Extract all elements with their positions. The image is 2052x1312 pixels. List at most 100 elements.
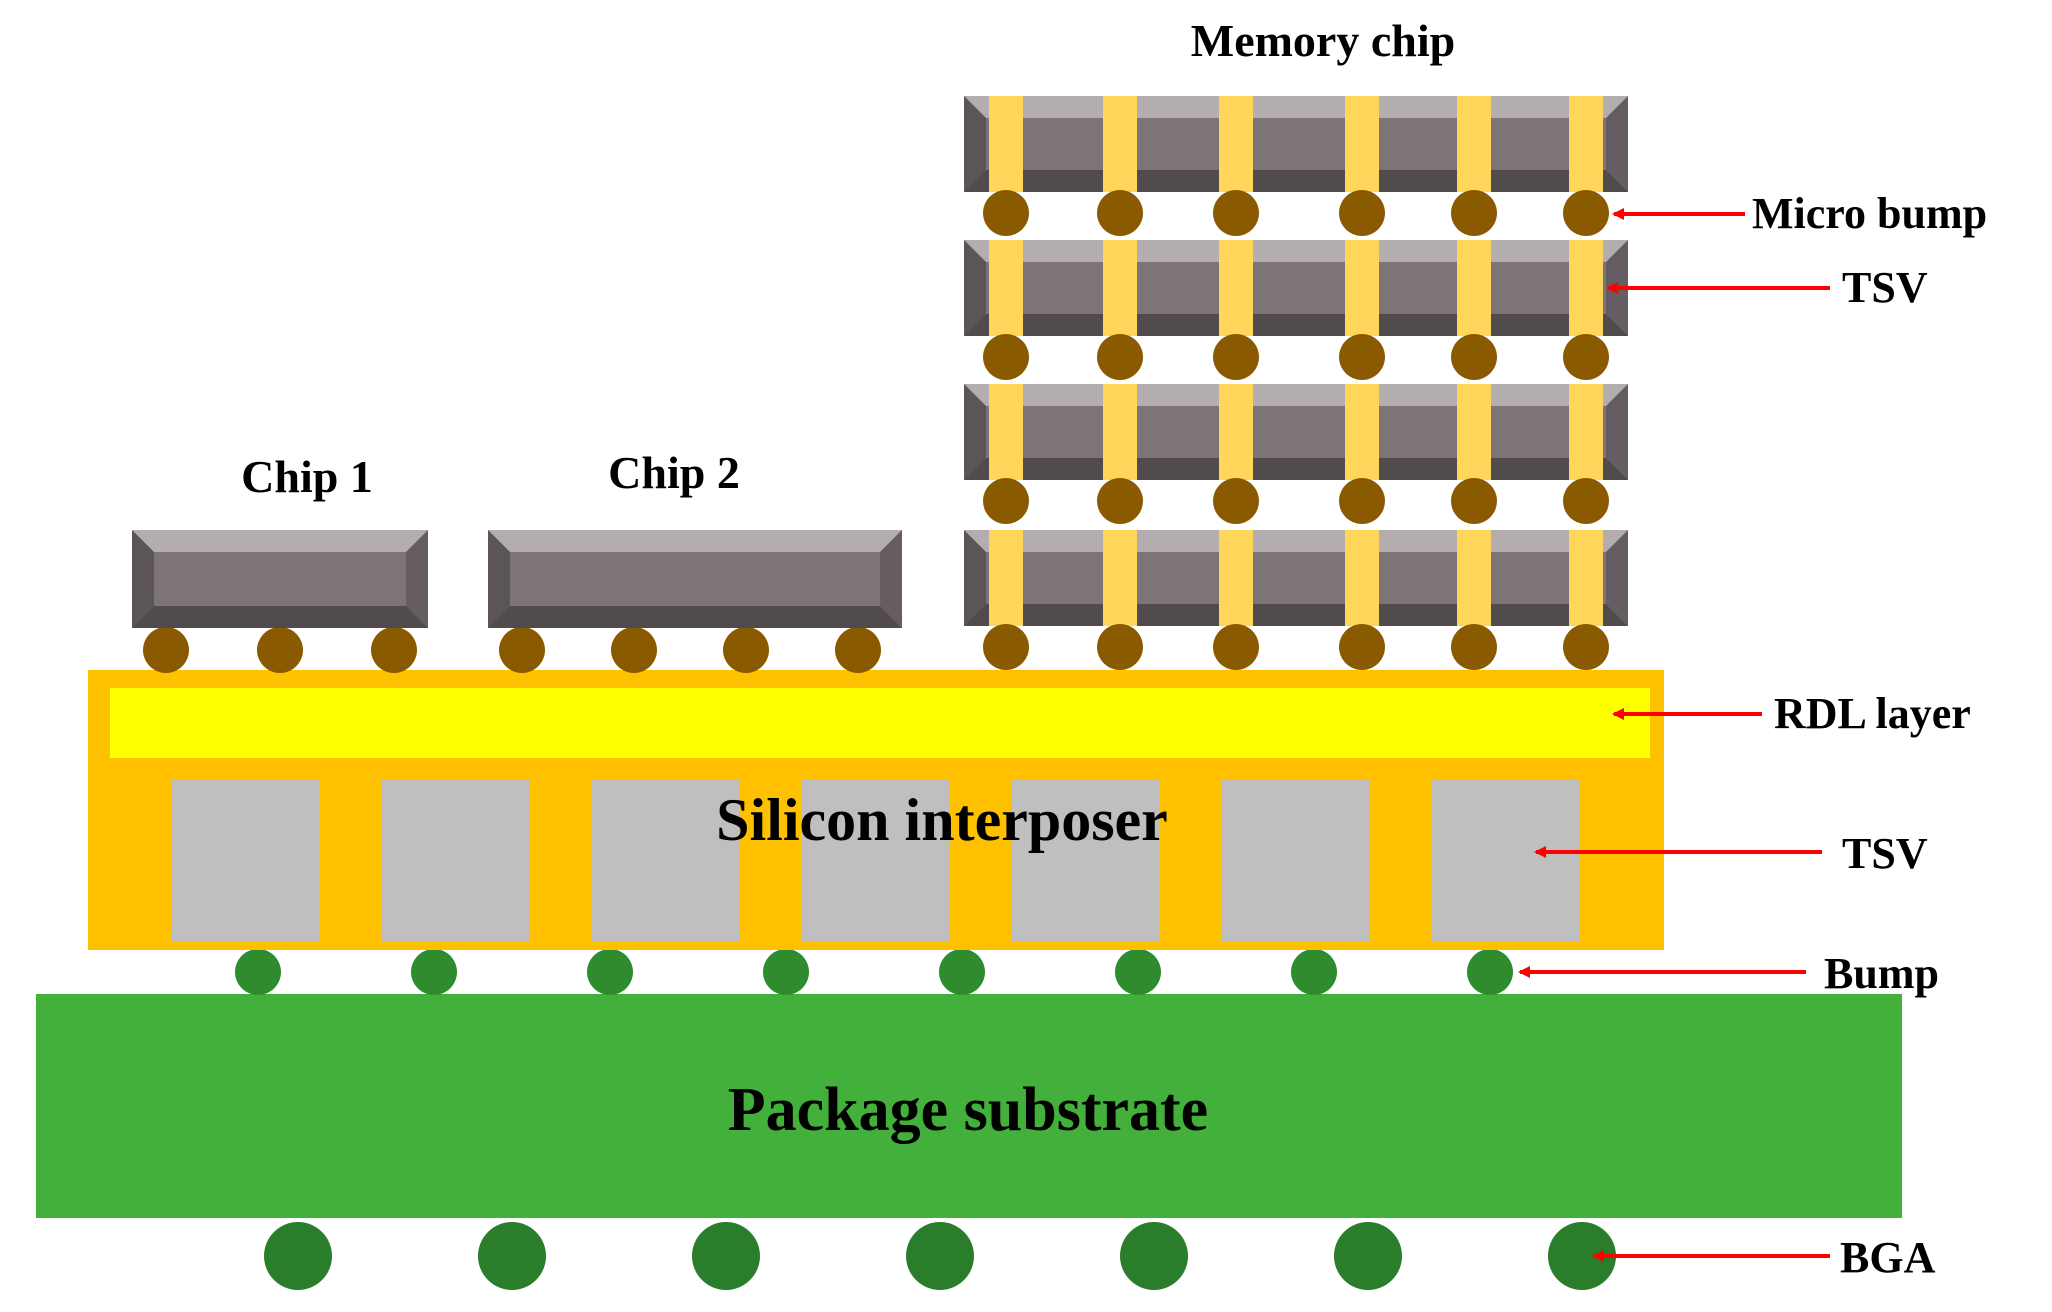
memory-micro-bump	[1213, 190, 1259, 236]
bump	[763, 949, 809, 995]
memory-tsv	[989, 384, 1023, 480]
label-chip2: Chip 2	[608, 447, 740, 498]
memory-micro-bump	[1563, 624, 1609, 670]
memory-micro-bump	[1097, 334, 1143, 380]
memory-micro-bump	[1339, 334, 1385, 380]
memory-die-bevel-top	[964, 384, 1628, 406]
memory-die-bevel-right	[1606, 384, 1628, 480]
memory-tsv	[1103, 96, 1137, 192]
chip1-micro-bump	[371, 627, 417, 673]
label-silicon-interposer: Silicon interposer	[716, 787, 1168, 853]
interposer-tsv	[1012, 780, 1160, 942]
label-memory-chip: Memory chip	[1191, 15, 1455, 66]
memory-die	[964, 384, 1628, 480]
bga-ball	[478, 1222, 546, 1290]
chip1-die-bevel-top	[132, 530, 428, 552]
chip2-die-bevel-bottom	[488, 606, 902, 628]
memory-micro-bump	[1563, 478, 1609, 524]
memory-die-bevel-top	[964, 96, 1628, 118]
chip1-die-bevel-left	[132, 530, 154, 628]
bump	[1291, 949, 1337, 995]
interposer-tsv	[1222, 780, 1370, 942]
interposer-tsvs	[172, 780, 1580, 942]
memory-tsv	[1219, 96, 1253, 192]
label-bga: BGA	[1840, 1233, 1936, 1282]
bga-ball	[906, 1222, 974, 1290]
memory-micro-bump	[983, 334, 1029, 380]
label-package-substrate: Package substrate	[728, 1076, 1208, 1144]
bga-ball	[1548, 1222, 1616, 1290]
memory-die-bevel-bottom	[964, 314, 1628, 336]
memory-tsv	[1103, 530, 1137, 626]
memory-micro-bump	[983, 190, 1029, 236]
memory-die-bevel-left	[964, 384, 986, 480]
memory-die-bevel-bottom	[964, 604, 1628, 626]
memory-tsv	[1103, 240, 1137, 336]
callout-arrows	[1518, 208, 1830, 1262]
chip1-micro-bump	[257, 627, 303, 673]
memory-tsv	[1345, 240, 1379, 336]
memory-die-bevel-top	[964, 530, 1628, 552]
bump	[411, 949, 457, 995]
chip1-die-bevel-right	[406, 530, 428, 628]
memory-tsv	[1457, 96, 1491, 192]
chip2-micro-bump	[499, 627, 545, 673]
memory-micro-bump	[983, 478, 1029, 524]
memory-tsv	[989, 96, 1023, 192]
memory-die-bevel-bottom	[964, 170, 1628, 192]
interposer-tsv	[802, 780, 950, 942]
memory-die-bevel-left	[964, 96, 986, 192]
memory-tsv	[1457, 530, 1491, 626]
memory-tsv	[1345, 530, 1379, 626]
memory-micro-bump	[1097, 190, 1143, 236]
bump	[1467, 949, 1513, 995]
label-bump: Bump	[1824, 949, 1939, 998]
memory-stack	[964, 96, 1628, 670]
memory-tsv	[1569, 530, 1603, 626]
memory-tsv	[1457, 240, 1491, 336]
memory-die-bevel-top	[964, 240, 1628, 262]
label-tsv-interposer: TSV	[1842, 829, 1928, 878]
logic-chips	[132, 530, 902, 628]
memory-tsv	[1219, 240, 1253, 336]
bga-ball	[264, 1222, 332, 1290]
memory-tsv	[989, 240, 1023, 336]
chip2-micro-bump	[611, 627, 657, 673]
interposer-tsv	[172, 780, 320, 942]
memory-micro-bump	[1563, 334, 1609, 380]
label-micro-bump: Micro bump	[1752, 189, 1987, 238]
chip1-die	[132, 530, 428, 628]
memory-die-bevel-bottom	[964, 458, 1628, 480]
memory-die-bevel-left	[964, 240, 986, 336]
memory-micro-bump	[1339, 624, 1385, 670]
bumps	[235, 949, 1513, 995]
memory-die	[964, 240, 1628, 336]
rdl-layer	[110, 688, 1650, 758]
memory-micro-bump	[1339, 478, 1385, 524]
bump	[1115, 949, 1161, 995]
label-tsv-memory: TSV	[1842, 263, 1928, 312]
memory-tsv	[1345, 384, 1379, 480]
memory-die-bevel-right	[1606, 96, 1628, 192]
memory-tsv	[1103, 384, 1137, 480]
memory-micro-bump	[1213, 478, 1259, 524]
chip2-die-bevel-left	[488, 530, 510, 628]
bump	[939, 949, 985, 995]
memory-tsv	[1345, 96, 1379, 192]
memory-micro-bump	[1451, 190, 1497, 236]
bga-ball	[692, 1222, 760, 1290]
label-rdl-layer: RDL layer	[1774, 689, 1971, 738]
memory-die-bevel-left	[964, 530, 986, 626]
memory-micro-bump	[1451, 334, 1497, 380]
memory-micro-bump	[1213, 624, 1259, 670]
bump	[587, 949, 633, 995]
interposer-tsv	[592, 780, 740, 942]
memory-micro-bump	[1339, 190, 1385, 236]
memory-tsv	[1569, 96, 1603, 192]
chip-micro-bumps	[143, 627, 881, 673]
memory-tsv	[1569, 240, 1603, 336]
memory-micro-bump	[1563, 190, 1609, 236]
memory-micro-bump	[1451, 624, 1497, 670]
